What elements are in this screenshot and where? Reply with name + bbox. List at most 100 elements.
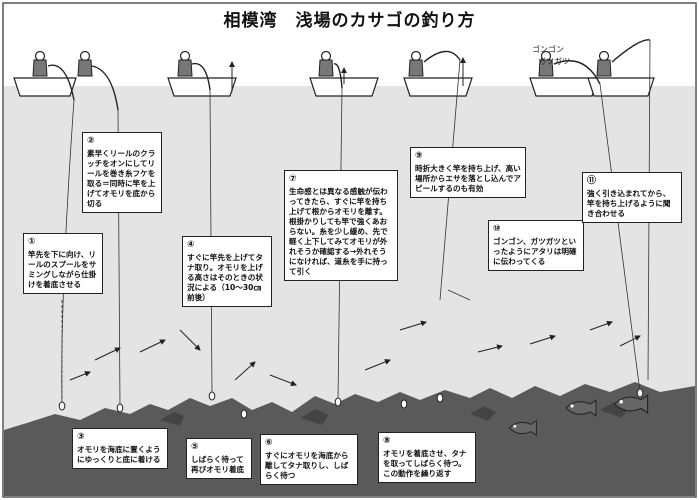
angler-body bbox=[408, 59, 424, 77]
motion-arrow bbox=[139, 339, 166, 353]
step-number: ⑦ bbox=[289, 174, 297, 184]
angler bbox=[177, 50, 211, 91]
rockfish-eye bbox=[619, 400, 623, 404]
fishing-line bbox=[599, 83, 641, 393]
sinker bbox=[400, 399, 408, 409]
sinker bbox=[116, 403, 124, 413]
angler bbox=[318, 50, 343, 89]
motion-arrow bbox=[269, 374, 297, 387]
step-text: 竿先を下に向け、リールのスプールをサミングしながら仕掛けを着底させる bbox=[28, 249, 97, 289]
step-1-callout: ① 竿先を下に向け、リールのスプールをサミングしながら仕掛けを着底させる bbox=[23, 233, 103, 294]
step-text: 生命感とは異なる感触が伝わってきたら、すぐに竿を持ち上げて根からオモリを離す。根… bbox=[289, 186, 388, 276]
motion-arrow bbox=[399, 320, 427, 331]
step-text: 強く引き込まれてから、竿を持ち上げるように聞き合わせる bbox=[587, 188, 671, 218]
step-text: すぐにオモリを海底から離してタナ取りし、しばらく待つ bbox=[265, 450, 349, 480]
step-3-callout: ③ オモリを海底に置くようにゆっくりと底に着ける bbox=[72, 428, 168, 469]
motion-arrow bbox=[364, 359, 391, 371]
motion-arrow bbox=[179, 329, 201, 351]
fishing-rod bbox=[191, 62, 211, 91]
step-number: ⑩ bbox=[493, 224, 501, 234]
fishing-rod bbox=[611, 39, 651, 63]
step-number: ② bbox=[87, 136, 95, 146]
rockfish-body bbox=[508, 419, 537, 437]
angler-body bbox=[77, 59, 93, 77]
boat-hulls bbox=[13, 77, 655, 97]
fishing-rod bbox=[91, 65, 119, 111]
boat-hull bbox=[587, 77, 655, 97]
angler-body bbox=[596, 59, 612, 77]
motion-arrow bbox=[619, 335, 641, 347]
fishing-rod bbox=[333, 63, 343, 89]
step-number: ⑧ bbox=[383, 436, 391, 446]
fishing-rod bbox=[423, 50, 461, 63]
step-text: ゴンゴン、ガツガツといったようにアタリは明確に伝わってくる bbox=[493, 236, 577, 266]
step-text: しばらく待って再びオモリ着底 bbox=[191, 454, 245, 474]
angler bbox=[596, 39, 651, 77]
step-11-callout: ⑪ 強く引き込まれてから、竿を持ち上げるように聞き合わせる bbox=[582, 172, 682, 223]
angler-head bbox=[410, 50, 422, 62]
sinker bbox=[636, 388, 644, 398]
anglers bbox=[32, 39, 651, 111]
angler bbox=[32, 50, 75, 101]
boat-hull bbox=[13, 77, 77, 97]
step-text: 時折大きく竿を持ち上げ、高い場所からエサを落とし込んでアピールするのも有効 bbox=[415, 163, 521, 193]
sinker bbox=[240, 409, 248, 419]
sinker bbox=[334, 397, 342, 407]
sinker bbox=[436, 393, 444, 403]
angler bbox=[408, 50, 461, 77]
angler-body bbox=[177, 59, 193, 77]
angler-head bbox=[179, 50, 191, 62]
step-number: ⑥ bbox=[265, 438, 273, 448]
motion-arrow bbox=[234, 361, 256, 381]
motion-arrow bbox=[94, 347, 121, 361]
step-10-callout: ⑩ ゴンゴン、ガツガツといったようにアタリは明確に伝わってくる bbox=[488, 220, 584, 271]
rockfish bbox=[613, 394, 649, 414]
angler-head bbox=[598, 50, 610, 62]
boat-hull bbox=[403, 77, 473, 97]
sinkers bbox=[58, 388, 644, 419]
step-9-callout: ⑨ 時折大きく竿を持ち上げ、高い場所からエサを落とし込んでアピールするのも有効 bbox=[410, 147, 526, 198]
step-2-callout: ② 素早くリールのクラッチをオンにしてリールを巻き糸フケを取る＝同時に竿を上げて… bbox=[82, 132, 162, 213]
rockfish-body bbox=[565, 399, 597, 417]
fishing-line bbox=[447, 289, 471, 301]
angler bbox=[77, 50, 119, 111]
sinker bbox=[208, 391, 216, 401]
sinker bbox=[58, 401, 66, 411]
rockfish bbox=[508, 419, 537, 437]
angler-body bbox=[32, 59, 48, 77]
rockfish bbox=[565, 399, 597, 417]
step-7-callout: ⑦ 生命感とは異なる感触が伝わってきたら、すぐに竿を持ち上げて根からオモリを離す… bbox=[284, 170, 398, 282]
rockfish-group bbox=[508, 394, 649, 437]
step-number: ⑨ bbox=[415, 151, 423, 161]
step-text: オモリを海底に置くようにゆっくりと底に着ける bbox=[77, 444, 161, 464]
step-4-callout: ④ すぐに竿先を上げてタナ取り。オモリを上げる高さはそのときの状況による（10～… bbox=[182, 236, 272, 307]
step-8-callout: ⑧ オモリを着底させ、タナを取ってしばらく待つ。この動作を繰り返す bbox=[378, 432, 476, 483]
step-number: ⑪ bbox=[587, 176, 597, 186]
sound-effect-shake: ガツガツ bbox=[538, 57, 570, 66]
boat-hull bbox=[309, 77, 379, 97]
motion-arrow bbox=[529, 334, 556, 345]
fishing-rod bbox=[553, 60, 601, 85]
angler-head bbox=[79, 50, 91, 62]
step-5-callout: ⑤ しばらく待って再びオモリ着底 bbox=[186, 438, 252, 479]
angler bbox=[538, 50, 601, 85]
motion-arrow bbox=[477, 344, 503, 353]
angler-body bbox=[318, 59, 334, 77]
rockfish-eye bbox=[513, 424, 517, 428]
step-text: すぐに竿先を上げてタナ取り。オモリを上げる高さはそのときの状況による（10～30… bbox=[187, 252, 263, 302]
boat-hull bbox=[167, 77, 237, 97]
step-6-callout: ⑥ すぐにオモリを海底から離してタナ取りし、しばらく待つ bbox=[260, 434, 358, 485]
motion-arrow bbox=[589, 320, 613, 331]
boat-hull bbox=[529, 77, 599, 97]
angler-head bbox=[34, 50, 46, 62]
angler-head bbox=[320, 50, 332, 62]
step-number: ① bbox=[28, 237, 36, 247]
step-text: オモリを着底させ、タナを取ってしばらく待つ。この動作を繰り返す bbox=[383, 448, 467, 478]
page-title: 相模湾 浅場のカサゴの釣り方 bbox=[223, 11, 476, 31]
rockfish-eye bbox=[570, 404, 574, 408]
motion-arrow bbox=[69, 371, 91, 381]
fishing-rod bbox=[47, 64, 75, 101]
step-number: ⑤ bbox=[191, 442, 199, 452]
step-number: ④ bbox=[187, 240, 195, 250]
